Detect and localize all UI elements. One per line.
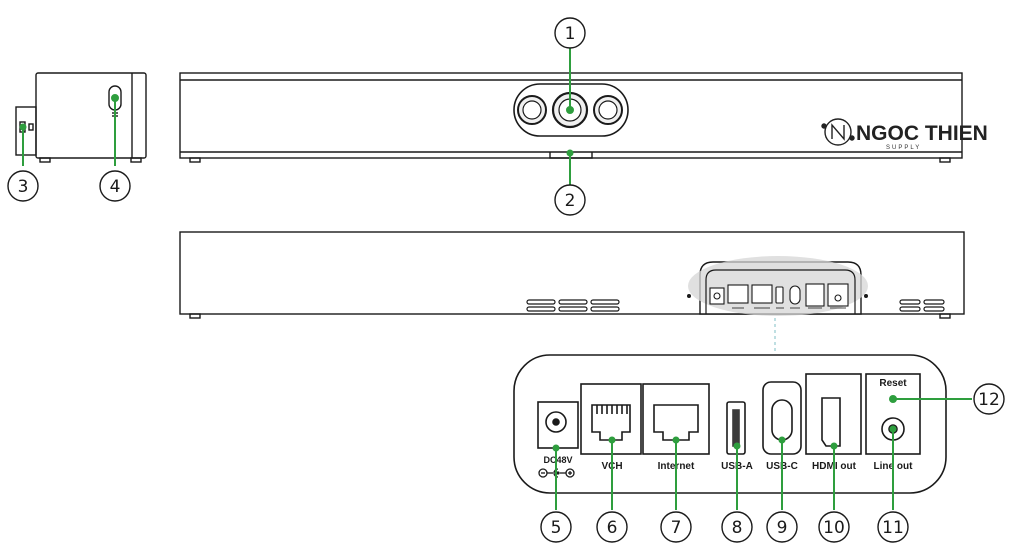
callout-10: 10 xyxy=(818,511,850,543)
svg-text:12: 12 xyxy=(978,390,1000,410)
logo-mark-icon xyxy=(821,118,855,146)
callout-7: 7 xyxy=(660,511,692,543)
svg-text:5: 5 xyxy=(551,518,562,538)
brand-logo: NGOC THIEN SUPPLY xyxy=(821,118,988,151)
svg-text:6: 6 xyxy=(607,518,618,538)
side-view xyxy=(15,72,147,163)
screw-dot xyxy=(864,294,868,298)
callout-5: 5 xyxy=(540,511,572,543)
callout-11: 11 xyxy=(877,511,909,543)
dc-power-port xyxy=(537,401,579,449)
callout-12: 12 xyxy=(973,383,1005,415)
svg-text:10: 10 xyxy=(823,518,845,538)
vent-slots-right xyxy=(899,299,945,312)
svg-text:8: 8 xyxy=(732,518,743,538)
rear-port-panel xyxy=(688,256,868,316)
camera-module xyxy=(513,83,629,137)
callout-9: 9 xyxy=(766,511,798,543)
port-leaders xyxy=(552,395,972,510)
svg-text:2: 2 xyxy=(565,191,576,211)
internet-port xyxy=(642,383,710,455)
screw-dot xyxy=(687,294,691,298)
callout-2: 2 xyxy=(554,184,586,216)
callout-1: 1 xyxy=(554,17,586,49)
front-view-accent xyxy=(566,48,574,186)
zoom-panel xyxy=(513,354,947,494)
rear-view xyxy=(179,231,965,319)
logo-name: NGOC THIEN xyxy=(856,122,988,145)
svg-text:7: 7 xyxy=(671,518,682,538)
svg-text:1: 1 xyxy=(565,24,576,44)
label-reset: Reset xyxy=(879,378,907,389)
callout-3: 3 xyxy=(7,170,39,202)
svg-text:4: 4 xyxy=(110,177,121,197)
side-view-accent xyxy=(19,94,119,166)
label-dc: DC48V xyxy=(543,455,572,465)
svg-text:9: 9 xyxy=(777,518,788,538)
svg-text:3: 3 xyxy=(18,177,29,197)
callout-8: 8 xyxy=(721,511,753,543)
callout-6: 6 xyxy=(596,511,628,543)
vent-slots-left xyxy=(526,299,620,312)
callout-4: 4 xyxy=(99,170,131,202)
svg-text:11: 11 xyxy=(882,518,904,538)
logo-tagline: SUPPLY xyxy=(886,145,921,151)
